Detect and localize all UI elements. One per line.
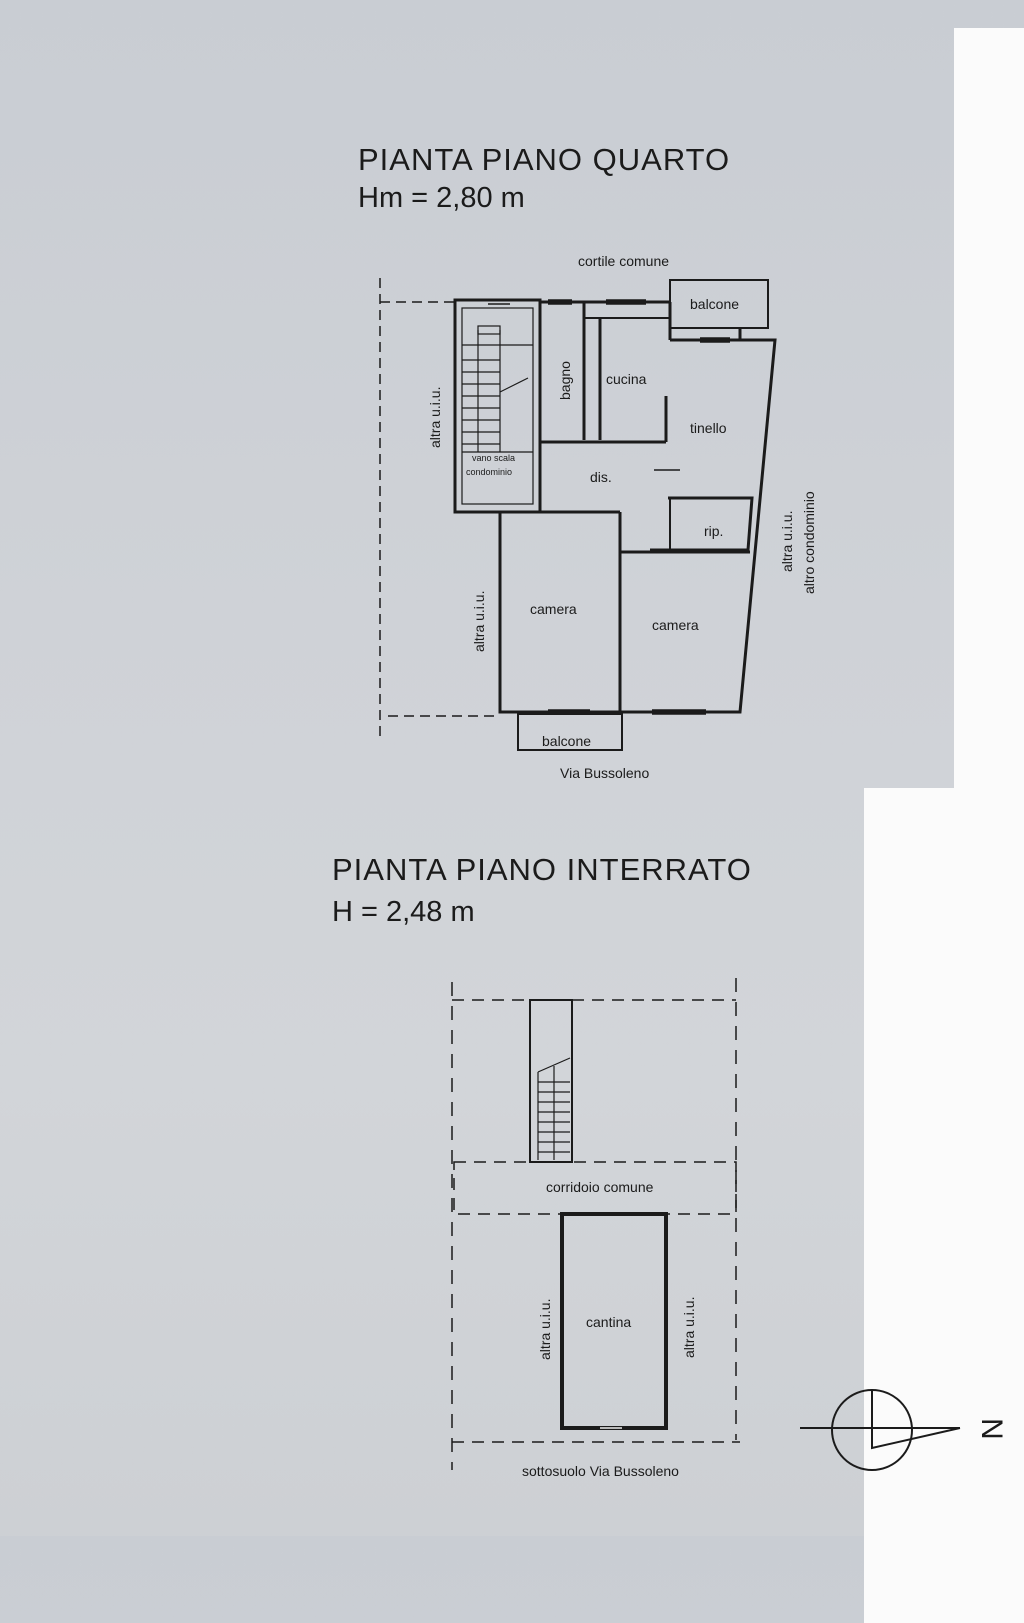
basement-other-unit-right-label: altra u.i.u. (681, 1297, 697, 1358)
stair-label-line2: condominio (466, 467, 512, 477)
stair-label-line1: vano scala (472, 453, 515, 463)
fourth-floor-plan (379, 278, 777, 751)
cellar-label: cantina (586, 1314, 631, 1330)
hall-label: dis. (590, 469, 612, 485)
basement-height: H = 2,48 m (332, 896, 475, 928)
corridor-label: corridoio comune (546, 1179, 654, 1195)
kitchen-label: cucina (606, 371, 647, 387)
other-unit-left-mid-label: altra u.i.u. (471, 591, 487, 652)
north-arrow-icon (800, 1389, 961, 1471)
other-unit-right-label: altra u.i.u. (779, 511, 795, 572)
other-unit-left-top-label: altra u.i.u. (427, 387, 443, 448)
balcony-bottom-label: balcone (542, 733, 591, 749)
balcony-top-label: balcone (690, 296, 739, 312)
courtyard-label: cortile comune (578, 253, 669, 269)
north-label: N (975, 1418, 1008, 1440)
paper-edge-bottom (864, 788, 1024, 1623)
street-label: Via Bussoleno (560, 765, 649, 781)
fourth-floor-title: PIANTA PIANO QUARTO (358, 142, 731, 177)
floor-plan-drawing: cortile comune balcone cucina tinello di… (379, 253, 1008, 1479)
bedroom-left-label: camera (530, 601, 577, 617)
basement-plan (451, 978, 740, 1470)
fourth-floor-height: Hm = 2,80 m (358, 182, 525, 214)
paper-edge-bottom-right (954, 1320, 1024, 1380)
bedroom-right-label: camera (652, 617, 699, 633)
other-condo-label: altro condominio (801, 491, 817, 594)
bathroom-label: bagno (557, 361, 573, 400)
basement-street-label: sottosuolo Via Bussoleno (522, 1463, 679, 1479)
storage-label: rip. (704, 523, 723, 539)
basement-title: PIANTA PIANO INTERRATO (332, 852, 752, 887)
paper-edge-top (954, 28, 1024, 788)
basement-other-unit-left-label: altra u.i.u. (537, 1299, 553, 1360)
dining-label: tinello (690, 420, 727, 436)
